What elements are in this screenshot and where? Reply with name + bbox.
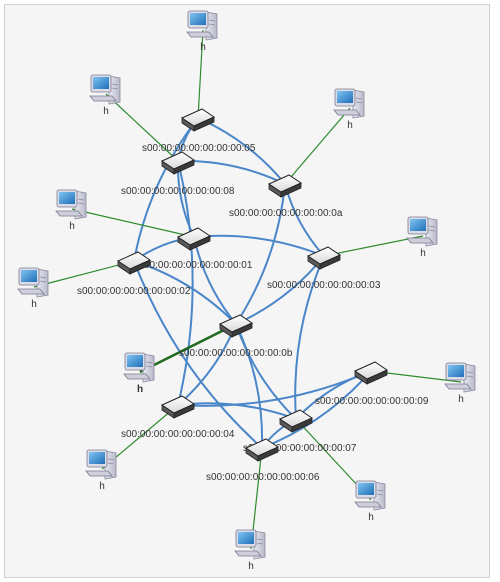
switch-label: s00:00:00:00:00:00:00:0b	[179, 348, 293, 359]
switch-label: s00:00:00:00:00:00:00:06	[206, 472, 320, 483]
switch-icon	[353, 361, 389, 385]
switch-s04[interactable]	[160, 395, 196, 419]
host-h8[interactable]: h	[444, 362, 476, 405]
host-h3[interactable]: h	[333, 88, 365, 131]
host-h1[interactable]: h	[186, 10, 218, 53]
host-label: h	[347, 120, 353, 131]
switch-label: s00:00:00:00:00:00:00:0a	[229, 208, 343, 219]
computer-icon	[85, 449, 117, 480]
switch-s09[interactable]	[353, 361, 389, 385]
link-s08-s04	[177, 160, 194, 406]
host-h2[interactable]: h	[89, 74, 121, 117]
host-link-h1	[197, 29, 204, 119]
computer-icon	[333, 88, 365, 119]
host-link-h4	[71, 208, 195, 238]
switch-icon	[218, 314, 254, 338]
host-label: h	[458, 394, 464, 405]
switch-icon	[244, 438, 280, 462]
link-s0b-s06	[235, 323, 264, 449]
link-s02-s06	[133, 260, 263, 449]
host-label: h	[69, 221, 75, 232]
switch-label: s00:00:00:00:00:00:00:07	[243, 443, 357, 454]
host-h5[interactable]: h	[406, 216, 438, 259]
computer-icon	[186, 10, 218, 41]
switch-s0b[interactable]	[218, 314, 254, 338]
switch-s0a[interactable]	[267, 174, 303, 198]
host-h9[interactable]: h	[85, 449, 117, 492]
computer-icon	[406, 216, 438, 247]
switch-label: s00:00:00:00:00:00:00:03	[267, 280, 381, 291]
switch-s02[interactable]	[116, 251, 152, 275]
switch-s07[interactable]	[278, 409, 314, 433]
switch-s01[interactable]	[176, 227, 212, 251]
host-h7[interactable]: h	[123, 352, 155, 395]
host-link-h5	[323, 235, 424, 257]
switch-label: s00:00:00:00:00:00:00:01	[139, 260, 253, 271]
host-h10[interactable]: h	[354, 480, 386, 523]
switch-icon	[116, 251, 152, 275]
host-link-h6	[33, 260, 135, 288]
host-label: h	[248, 561, 254, 572]
host-link-h2	[105, 93, 179, 162]
link-s01-s03	[193, 234, 325, 257]
switch-s03[interactable]	[306, 246, 342, 270]
host-h11[interactable]: h	[234, 529, 266, 572]
link-s05-s02	[133, 117, 199, 262]
switch-s08[interactable]	[160, 151, 196, 175]
computer-icon	[89, 74, 121, 105]
switch-s06[interactable]	[244, 438, 280, 462]
switch-label: s00:00:00:00:00:00:00:08	[121, 186, 235, 197]
host-label: h	[368, 512, 374, 523]
host-label: h	[103, 106, 109, 117]
host-h6[interactable]: h	[17, 267, 49, 310]
switch-label: s00:00:00:00:00:00:00:04	[121, 429, 235, 440]
computer-icon	[354, 480, 386, 511]
host-label: h	[31, 299, 37, 310]
switch-icon	[278, 409, 314, 433]
link-s03-s07	[294, 255, 325, 420]
computer-icon	[55, 189, 87, 220]
topology-canvas	[4, 4, 490, 578]
host-label: h	[420, 248, 426, 259]
host-label: h	[99, 481, 105, 492]
switch-icon	[306, 246, 342, 270]
switch-icon	[176, 227, 212, 251]
switch-s05[interactable]	[180, 108, 216, 132]
switch-icon	[160, 395, 196, 419]
host-link-h3	[284, 107, 351, 185]
switch-label: s00:00:00:00:00:00:00:09	[315, 396, 429, 407]
host-label: h	[137, 384, 143, 395]
link-s01-s0b	[193, 236, 237, 325]
host-label: h	[200, 42, 206, 53]
link-s0a-s0b	[235, 183, 286, 325]
switch-icon	[267, 174, 303, 198]
computer-icon	[234, 529, 266, 560]
switch-icon	[180, 108, 216, 132]
computer-icon	[123, 352, 155, 383]
computer-icon	[444, 362, 476, 393]
link-s09-s06	[261, 370, 372, 449]
switch-label: s00:00:00:00:00:00:00:02	[77, 286, 191, 297]
switch-icon	[160, 151, 196, 175]
host-h4[interactable]: h	[55, 189, 87, 232]
switch-label: s00:00:00:00:00:00:00:05	[142, 143, 256, 154]
computer-icon	[17, 267, 49, 298]
host-link-h7	[139, 322, 237, 374]
